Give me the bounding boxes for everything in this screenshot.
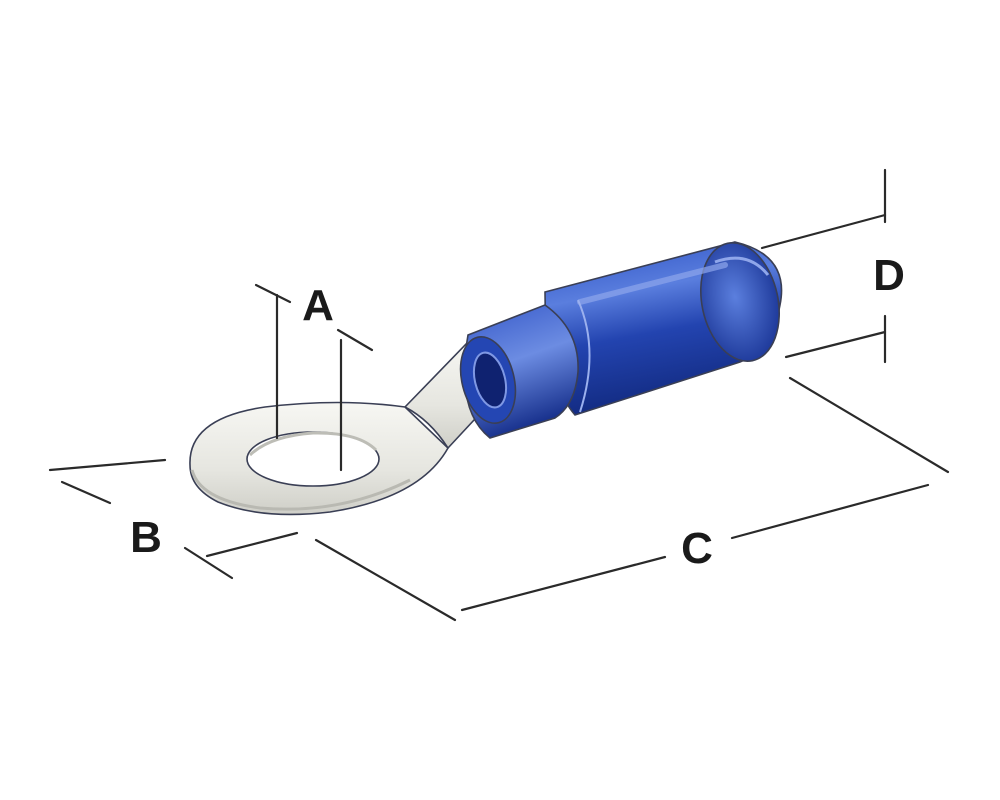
sleeve-end-rim	[714, 256, 770, 276]
dimension-label-b: B	[130, 513, 162, 562]
dimension-d: D	[760, 168, 905, 364]
dimension-c: C	[314, 376, 950, 622]
dimension-label-a: A	[302, 281, 334, 330]
dimension-a: A	[254, 281, 374, 472]
dimension-label-d: D	[873, 251, 905, 300]
insulation-sleeve-end	[699, 241, 781, 363]
ring-terminal-icon	[189, 241, 783, 516]
dimension-b: B	[48, 458, 299, 580]
ring-hole-inner-edge	[248, 431, 378, 457]
sleeve-divider	[577, 299, 591, 413]
dimension-label-c: C	[681, 524, 713, 573]
insulation-collar-inner	[472, 351, 508, 409]
sleeve-highlight	[577, 262, 728, 305]
ring-lug-edge	[190, 469, 411, 511]
